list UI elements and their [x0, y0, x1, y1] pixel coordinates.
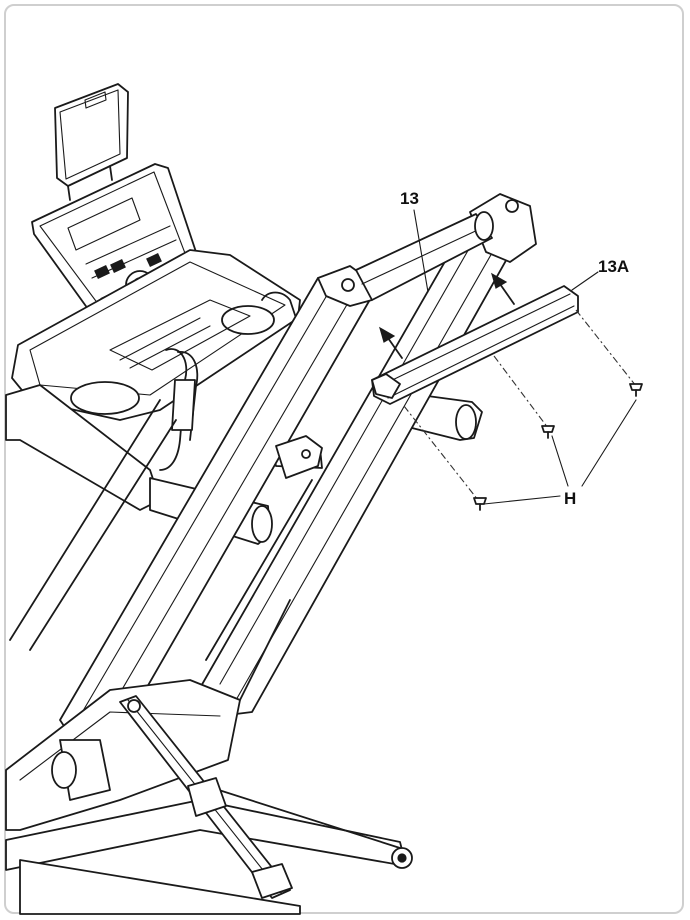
tablet-holder [54, 83, 129, 201]
screw-icon [629, 383, 643, 397]
screw-icon [473, 497, 487, 511]
alignment-lines [403, 309, 637, 501]
callout-13a: 13A [571, 257, 629, 291]
screws-h [473, 383, 643, 511]
lower-rails [9, 399, 313, 701]
console-base [11, 249, 301, 421]
crossbar-13a [371, 285, 579, 405]
console-screen [67, 197, 141, 251]
callout-h: H [564, 489, 576, 508]
side-bracket [275, 435, 323, 479]
label-upright: 13 [400, 189, 419, 208]
lift-actuator [119, 695, 293, 899]
callout-13: 13 [400, 189, 429, 293]
label-screws: H [564, 489, 576, 508]
insert-arrows [379, 272, 515, 359]
screw-icon [541, 425, 555, 439]
label-crossbar: 13A [598, 257, 629, 276]
